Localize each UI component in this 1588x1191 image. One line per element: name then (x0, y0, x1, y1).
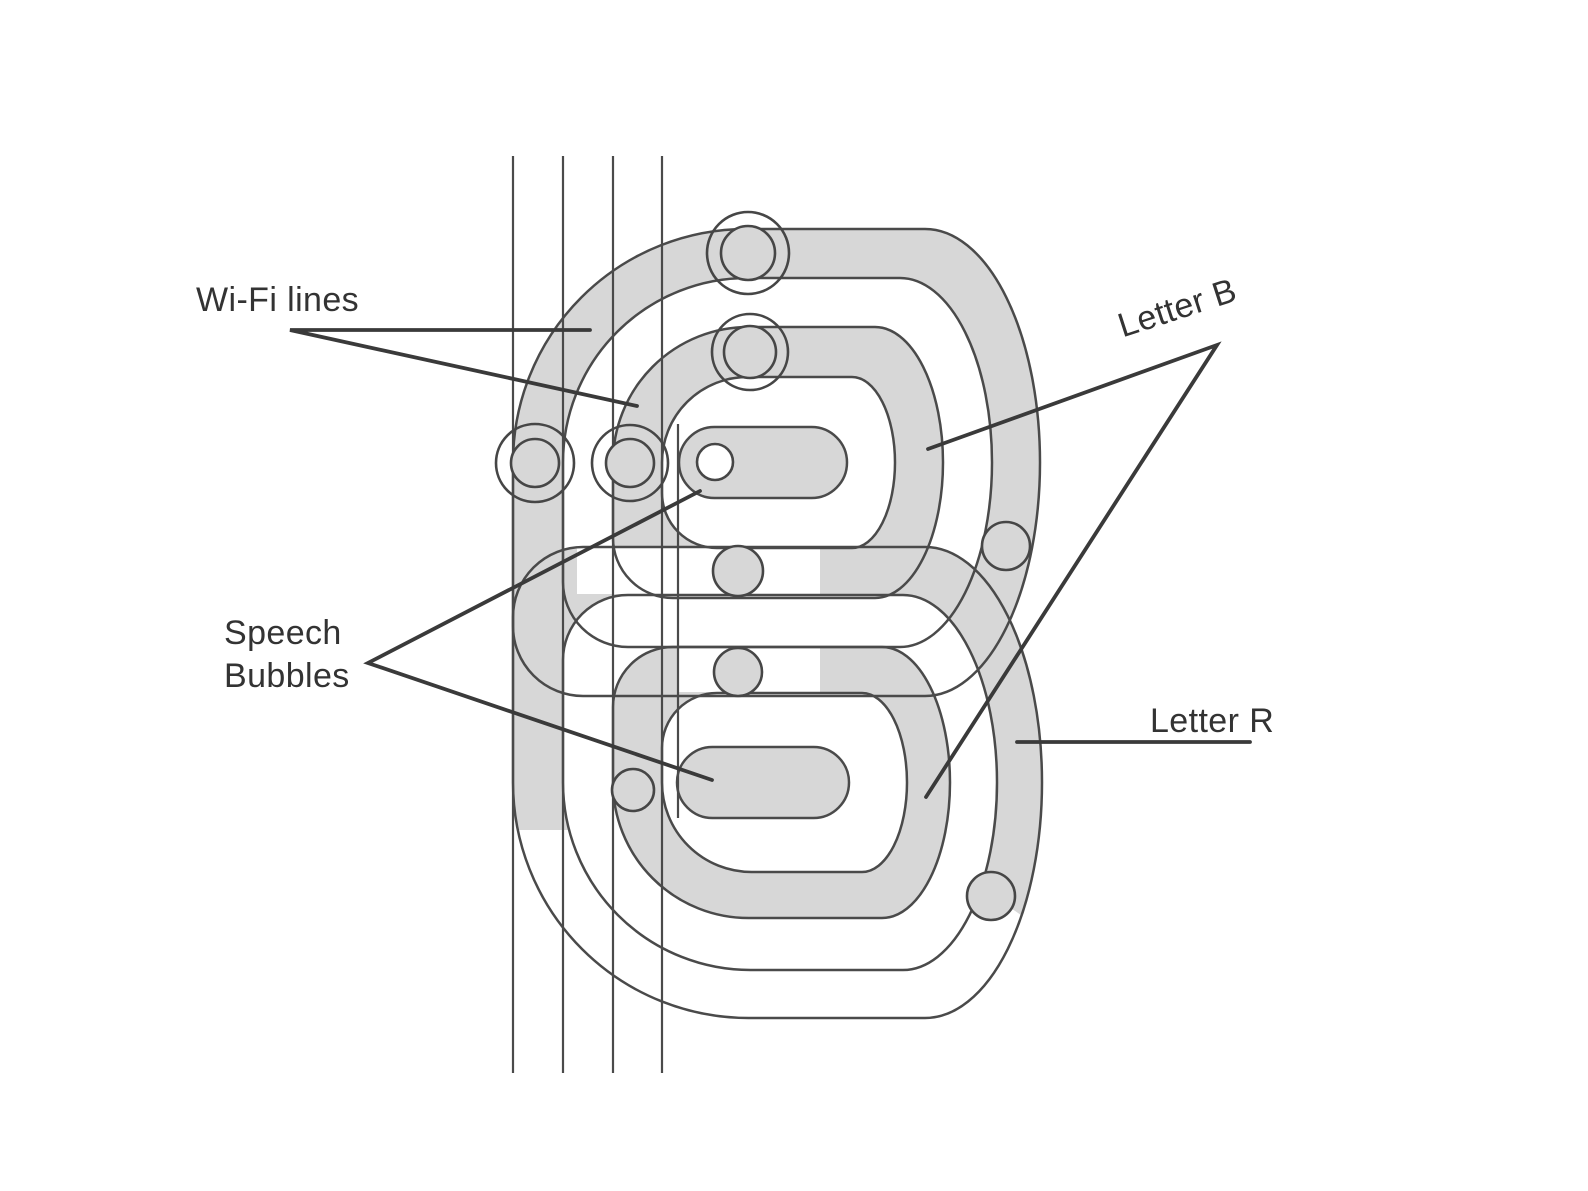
bubble-bottom-left (610, 767, 656, 813)
bubble-waist-1 (711, 544, 765, 598)
wifi-lines-label: Wi-Fi lines (196, 279, 359, 322)
top-outer-ring-outline (511, 227, 1042, 698)
wifi-lines-group (511, 156, 680, 1073)
top-ring-outline-2 (561, 276, 994, 649)
bubble-left2-inner (604, 437, 656, 489)
letter-b-pointer-lines (924, 341, 1222, 799)
speech-bubbles-group (494, 210, 1032, 922)
bubble-second-outer-ring-icon (710, 312, 790, 392)
speech-label-line2: Bubbles (224, 657, 350, 695)
speech-pointer-lines (363, 489, 714, 782)
letter-bottom-bowl-fills (513, 547, 1042, 1018)
bubble-left1-inner (509, 437, 561, 489)
speech-label-line1: Speech (224, 614, 342, 652)
bubble-left2-outer-ring-icon (590, 423, 670, 503)
bubble-center-white (695, 442, 735, 482)
bubble-right-top (980, 520, 1032, 572)
speech-bubbles-label: Speech Bubbles (224, 612, 350, 698)
bubble-waist-2 (712, 646, 764, 698)
bottom-ring-outline-4 (660, 691, 909, 874)
bubble-second-inner (722, 324, 778, 380)
bubble-right-bottom (965, 870, 1017, 922)
bubble-top-inner (719, 224, 777, 282)
letter-r-label-text: Letter R (1150, 702, 1275, 740)
bubble-top-outer-ring-icon (705, 210, 791, 296)
waist-white-notch-1 (577, 547, 820, 594)
annotation-pointers (289, 328, 1252, 799)
wifi-lines-label-text: Wi-Fi lines (196, 281, 360, 319)
letter-r-label: Letter R (1150, 700, 1274, 743)
wifi-pointer-lines (289, 328, 639, 408)
top-ring-outline-3 (611, 325, 945, 600)
bottom-center-stadium-fill (677, 747, 849, 818)
bubble-left1-outer-ring-icon (494, 422, 576, 504)
